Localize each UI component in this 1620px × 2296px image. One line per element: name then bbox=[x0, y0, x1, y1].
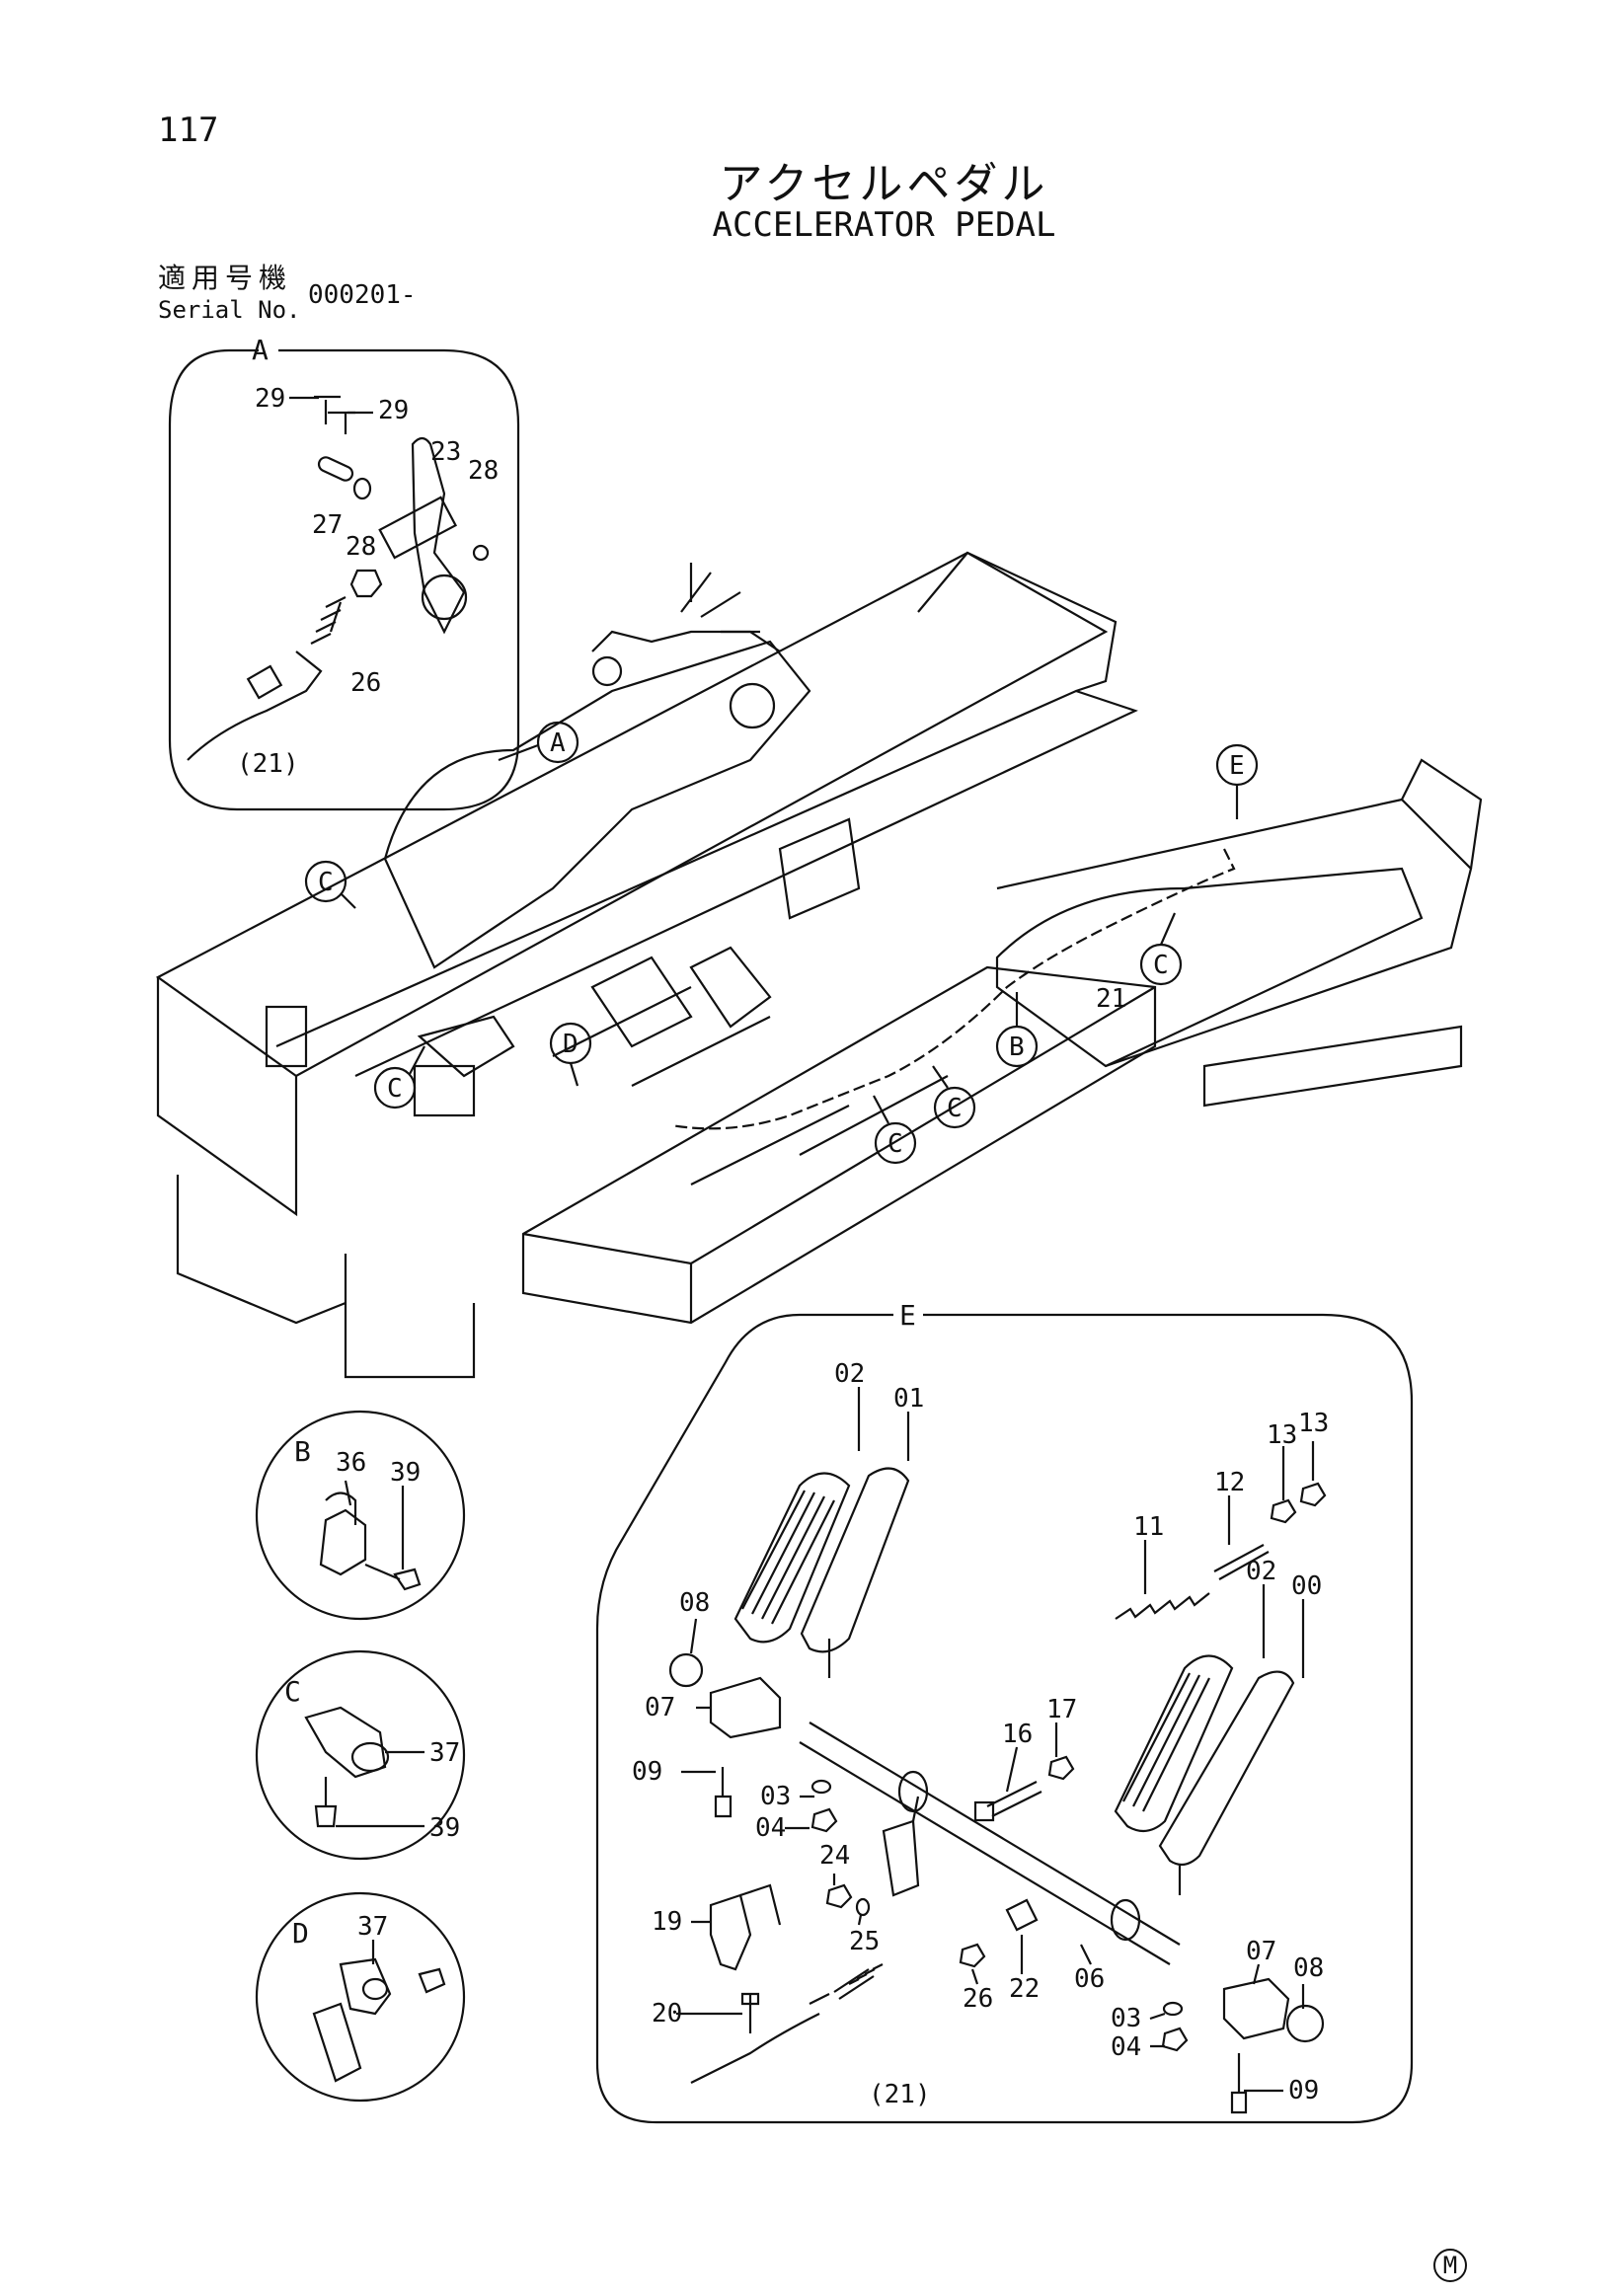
callout-c: C bbox=[373, 1045, 425, 1110]
part-label: 07 bbox=[1246, 1937, 1276, 1966]
detail-d: D 37 bbox=[255, 1891, 466, 2103]
callout-a: A bbox=[498, 721, 579, 764]
part-label: 37 bbox=[429, 1738, 460, 1768]
callout-c: C bbox=[1139, 912, 1183, 986]
part-label: 24 bbox=[819, 1841, 850, 1871]
part-label: 23 bbox=[430, 437, 461, 467]
detail-a-letter: A bbox=[252, 334, 269, 366]
chassis-frame bbox=[155, 551, 1483, 1379]
callout-c: C bbox=[873, 1095, 917, 1165]
svg-text:C: C bbox=[387, 1074, 403, 1104]
callout-e: E bbox=[1215, 743, 1259, 819]
part-label: 28 bbox=[468, 456, 499, 486]
title-japanese: アクセルペダル bbox=[719, 159, 1049, 209]
part-label: 04 bbox=[1111, 2032, 1141, 2062]
detail-c-letter: C bbox=[284, 1675, 301, 1708]
svg-text:C: C bbox=[318, 868, 334, 897]
part-label: 13 bbox=[1267, 1420, 1297, 1450]
detail-a: A 29 29 23 28 27 28 26 (21) bbox=[168, 334, 520, 811]
svg-text:B: B bbox=[1009, 1033, 1025, 1062]
part-label: 39 bbox=[429, 1813, 460, 1843]
part-label: 27 bbox=[312, 510, 343, 540]
callout-b: B bbox=[995, 992, 1039, 1068]
manufacturer-mark: M bbox=[1433, 2249, 1467, 2282]
svg-text:D: D bbox=[563, 1030, 579, 1059]
part-label: 03 bbox=[1111, 2004, 1141, 2033]
detail-d-letter: D bbox=[292, 1917, 309, 1950]
part-label: 19 bbox=[652, 1907, 682, 1937]
cable-label: 21 bbox=[1096, 984, 1126, 1014]
page-number: 117 bbox=[158, 111, 219, 150]
part-label: 02 bbox=[1246, 1557, 1276, 1586]
part-label: 26 bbox=[350, 668, 381, 698]
part-label: 22 bbox=[1009, 1974, 1040, 2004]
svg-text:C: C bbox=[887, 1129, 903, 1159]
detail-b-letter: B bbox=[294, 1435, 311, 1468]
part-label: 01 bbox=[893, 1384, 924, 1414]
part-label: (21) bbox=[869, 2080, 931, 2109]
part-label: 08 bbox=[679, 1588, 710, 1618]
serial-number-value: 000201- bbox=[308, 280, 417, 310]
part-label: 39 bbox=[390, 1458, 421, 1488]
part-label: 28 bbox=[346, 532, 376, 562]
part-label: 11 bbox=[1133, 1512, 1164, 1542]
detail-e: E bbox=[595, 1299, 1414, 2124]
part-label: 09 bbox=[1288, 2076, 1319, 2105]
part-label: 36 bbox=[336, 1448, 366, 1478]
part-label: 07 bbox=[645, 1693, 675, 1722]
part-label: 25 bbox=[849, 1927, 880, 1956]
part-label: 03 bbox=[760, 1782, 791, 1811]
callout-d: D bbox=[549, 1022, 592, 1087]
serial-label-english: Serial No. bbox=[158, 296, 301, 324]
part-label: 04 bbox=[755, 1813, 786, 1843]
part-label: 16 bbox=[1002, 1720, 1033, 1749]
svg-text:E: E bbox=[1229, 751, 1245, 781]
part-label: 00 bbox=[1291, 1571, 1322, 1601]
svg-text:A: A bbox=[550, 728, 566, 758]
detail-e-letter: E bbox=[899, 1299, 916, 1332]
svg-text:C: C bbox=[947, 1094, 963, 1123]
part-label: 29 bbox=[255, 384, 285, 414]
part-label: 12 bbox=[1214, 1468, 1245, 1497]
detail-c: C 37 39 bbox=[255, 1649, 466, 1861]
serial-label-japanese: 適用号機 bbox=[158, 262, 293, 294]
part-label: 13 bbox=[1298, 1409, 1329, 1438]
svg-text:C: C bbox=[1153, 951, 1169, 980]
part-label: 02 bbox=[834, 1359, 865, 1389]
part-label: 08 bbox=[1293, 1953, 1324, 1983]
part-label: 29 bbox=[378, 396, 409, 425]
part-label: 37 bbox=[357, 1912, 388, 1942]
callout-c: C bbox=[304, 860, 356, 909]
part-label: 17 bbox=[1046, 1695, 1077, 1724]
callout-c: C bbox=[932, 1065, 976, 1129]
part-label: (21) bbox=[237, 749, 299, 779]
detail-b: B 36 39 bbox=[255, 1410, 466, 1621]
part-label: 20 bbox=[652, 1999, 682, 2028]
part-label: 09 bbox=[632, 1757, 662, 1787]
title-english: ACCELERATOR PEDAL bbox=[712, 205, 1056, 245]
part-label: 26 bbox=[963, 1984, 993, 2014]
part-label: 06 bbox=[1074, 1964, 1105, 1994]
